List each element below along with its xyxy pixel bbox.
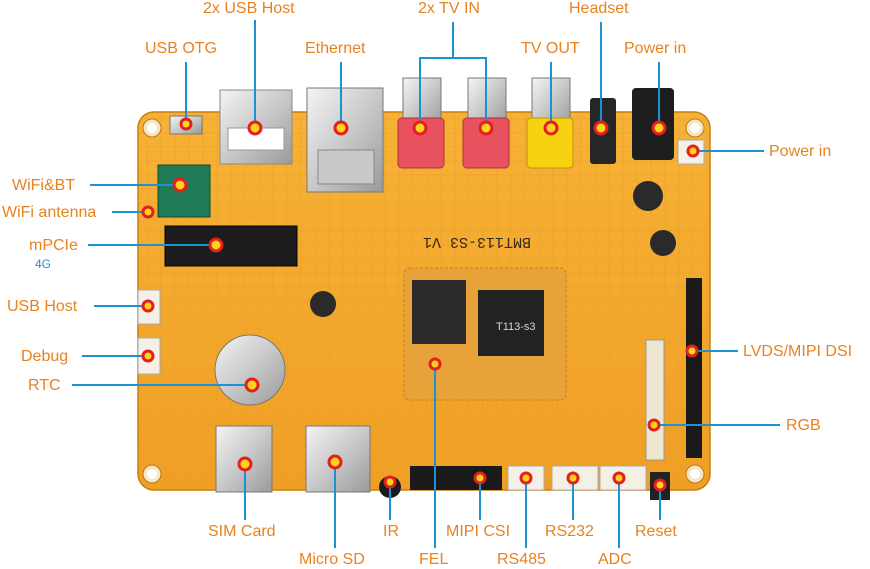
- marker: [686, 144, 700, 158]
- marker: [612, 471, 626, 485]
- soc-marking: T113-s3: [496, 321, 536, 333]
- label-mpcie: mPCIe: [29, 237, 78, 254]
- soc-area: [403, 267, 567, 401]
- label-microsd: Micro SD: [299, 551, 365, 568]
- marker: [651, 120, 667, 136]
- marker: [237, 456, 253, 472]
- label-mpcie-sub: 4G: [35, 257, 52, 271]
- marker: [593, 120, 609, 136]
- label-tv-out: TV OUT: [521, 40, 580, 57]
- label-ir: IR: [383, 523, 399, 540]
- marker: [519, 471, 533, 485]
- marker: [179, 117, 193, 131]
- marker: [244, 377, 260, 393]
- label-adc: ADC: [598, 551, 632, 568]
- marker: [383, 475, 397, 489]
- label-mipi-csi: MIPI CSI: [446, 523, 511, 540]
- label-lvds: LVDS/MIPI DSI: [743, 343, 853, 360]
- marker: [208, 237, 224, 253]
- leader-line: [419, 22, 487, 128]
- label-power-in-right: Power in: [769, 143, 832, 160]
- marker: [566, 471, 580, 485]
- rgb-connector: [645, 339, 665, 461]
- label-reset: Reset: [635, 523, 677, 540]
- label-usb-otg: USB OTG: [145, 40, 218, 57]
- label-wifi-antenna: WiFi antenna: [2, 204, 97, 221]
- marker: [327, 454, 343, 470]
- mounting-hole: [142, 464, 162, 484]
- rtc-battery-holder: [214, 334, 286, 406]
- leader-lines: [72, 20, 780, 548]
- marker: [478, 120, 494, 136]
- marker: [543, 120, 559, 136]
- marker: [141, 299, 155, 313]
- marker: [247, 120, 263, 136]
- label-debug: Debug: [21, 348, 69, 365]
- capacitor: [310, 181, 676, 317]
- fel-mipi-header: [410, 466, 502, 490]
- label-rgb: RGB: [786, 417, 821, 434]
- marker: [172, 177, 188, 193]
- marker: [473, 471, 487, 485]
- label-rtc: RTC: [28, 377, 61, 394]
- label-fel: FEL: [419, 551, 449, 568]
- label-wifi-bt: WiFi&BT: [12, 177, 76, 194]
- label-rs232: RS232: [545, 523, 594, 540]
- marker: [428, 357, 442, 371]
- label-headset: Headset: [569, 0, 629, 17]
- marker: [412, 120, 428, 136]
- marker: [141, 349, 155, 363]
- marker: [647, 418, 661, 432]
- marker: [653, 478, 667, 492]
- markers: [141, 117, 700, 492]
- marker: [685, 344, 699, 358]
- label-rs485: RS485: [497, 551, 546, 568]
- mounting-hole: [685, 118, 705, 138]
- label-usb-host-top: 2x USB Host: [203, 0, 295, 17]
- label-usb-host-left: USB Host: [7, 298, 78, 315]
- label-ethernet: Ethernet: [305, 40, 366, 57]
- board-silkscreen: BMT113-S3 V1: [423, 233, 531, 250]
- ethernet-port: [306, 87, 384, 193]
- mounting-hole: [142, 118, 162, 138]
- mounting-hole: [685, 464, 705, 484]
- marker: [333, 120, 349, 136]
- lvds-header: [686, 278, 702, 458]
- label-sim: SIM Card: [208, 523, 276, 540]
- label-power-in-top: Power in: [624, 40, 687, 57]
- marker: [141, 205, 155, 219]
- label-tv-in: 2x TV IN: [418, 0, 480, 17]
